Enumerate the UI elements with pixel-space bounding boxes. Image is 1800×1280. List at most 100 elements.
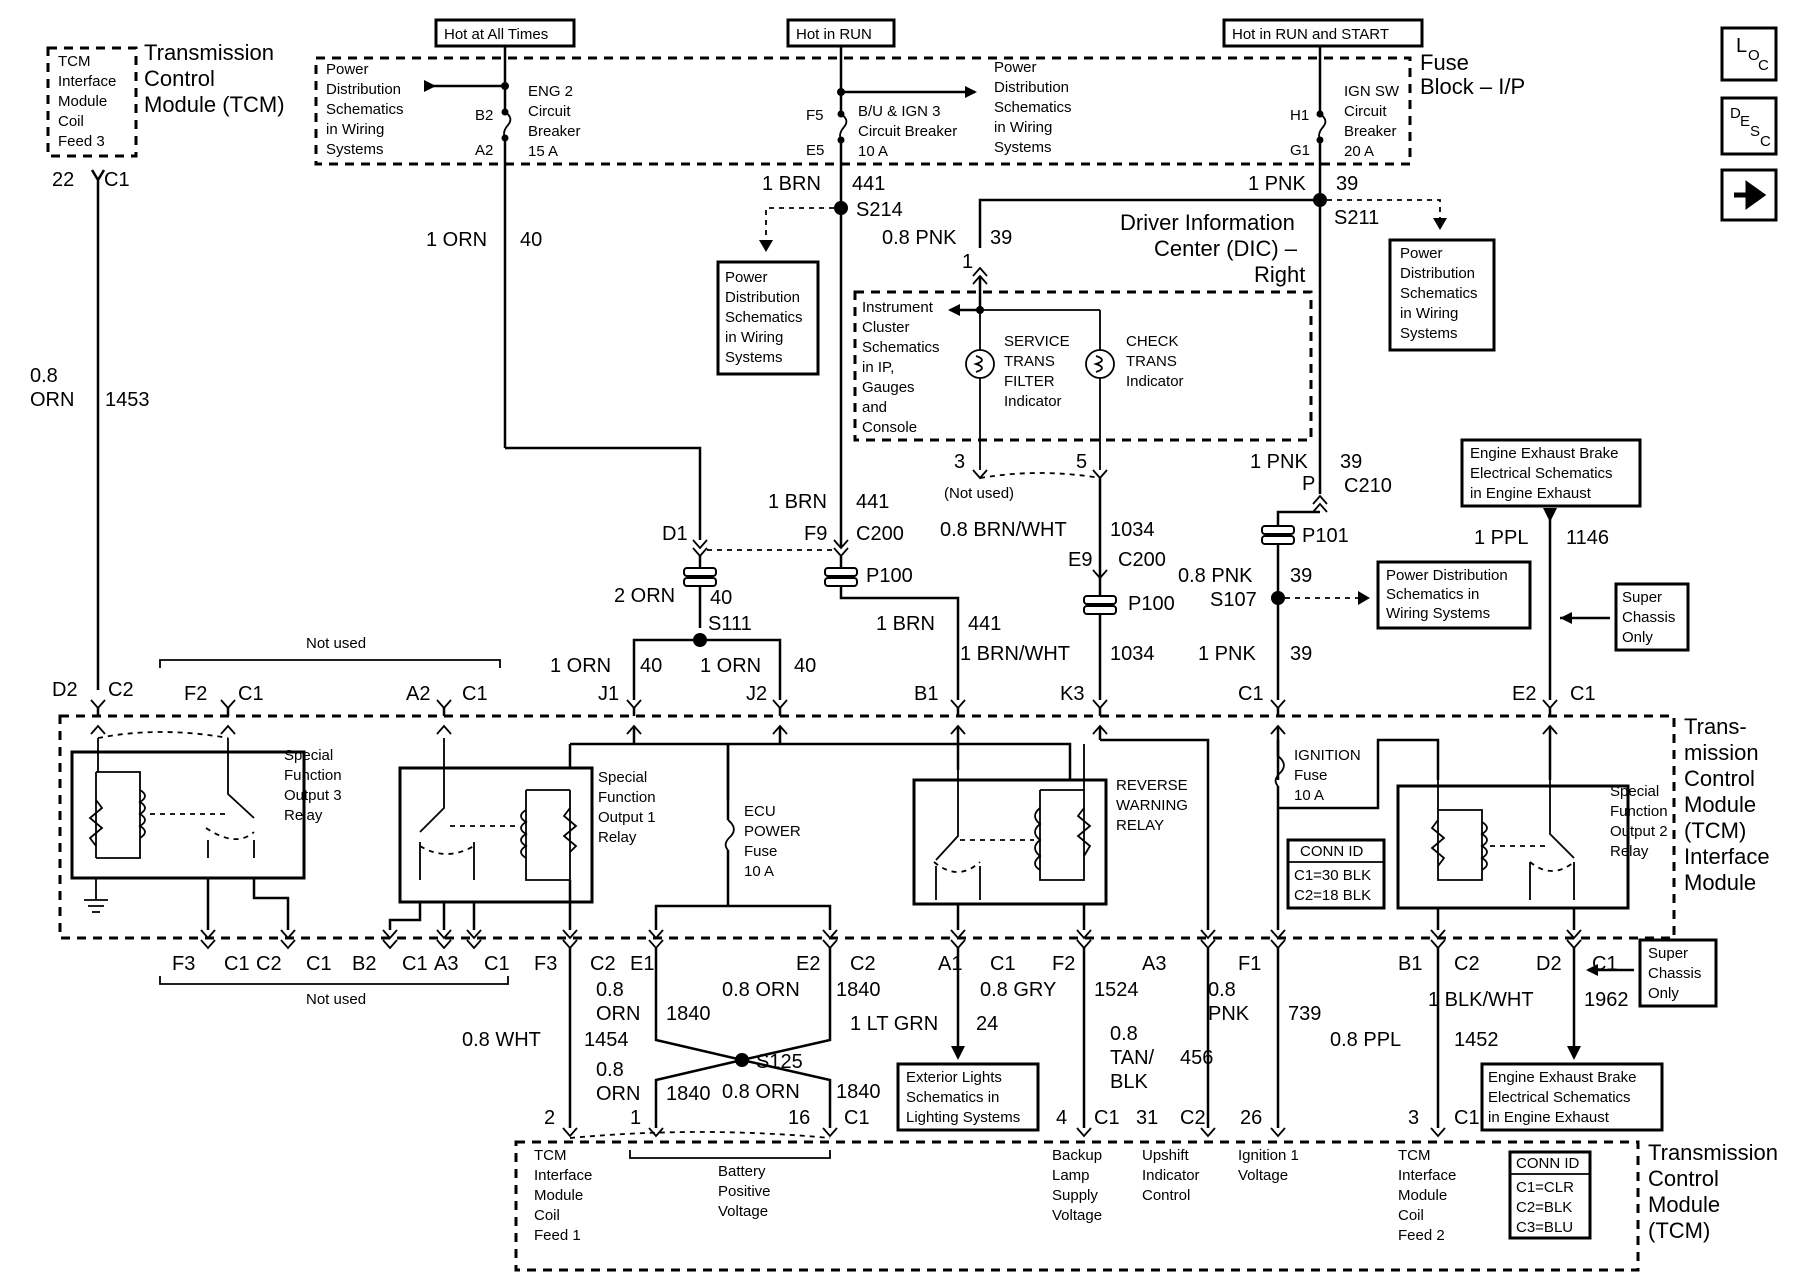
svg-text:Control: Control [1648, 1166, 1719, 1191]
svg-text:Systems: Systems [725, 349, 783, 366]
svg-text:B/U & IGN 3: B/U & IGN 3 [858, 103, 941, 120]
svg-text:Exterior Lights: Exterior Lights [906, 1069, 1002, 1086]
hot-in-run-start-label: Hot in RUN and START [1222, 18, 1424, 48]
sfo2-relay [1396, 780, 1630, 910]
svg-text:ENG 2: ENG 2 [528, 83, 573, 100]
svg-text:Feed 1: Feed 1 [534, 1227, 581, 1244]
svg-text:Distribution: Distribution [994, 79, 1069, 96]
upshift-label: Upshift Indicator Control [1142, 1147, 1200, 1204]
svg-text:Right: Right [1254, 262, 1305, 287]
svg-text:Relay: Relay [284, 807, 323, 824]
wire-label-pnk739-color: PNK [1208, 1003, 1250, 1025]
svg-text:Coil: Coil [1398, 1207, 1424, 1224]
svg-text:Driver Information: Driver Information [1120, 210, 1295, 235]
description-button[interactable]: D E S C [1720, 96, 1778, 156]
conn-e9: E9 [1068, 549, 1092, 571]
svg-text:A2: A2 [406, 683, 430, 705]
svg-text:in Wiring: in Wiring [994, 119, 1052, 136]
svg-text:IGN SW: IGN SW [1344, 83, 1400, 100]
wire-label-orn1840c-size: 0.8 [596, 1059, 624, 1081]
svg-text:1: 1 [630, 1107, 641, 1129]
svg-text:Coil: Coil [534, 1207, 560, 1224]
svg-text:Schematics: Schematics [725, 309, 803, 326]
svg-text:10 A: 10 A [858, 143, 888, 160]
svg-text:A3: A3 [434, 953, 458, 975]
svg-text:Hot at All Times: Hot at All Times [444, 26, 548, 43]
ic-schematics-ref: Instrument Cluster Schematics in IP, Gau… [862, 299, 940, 436]
tcm-bottom-pins: 2 1 16 C1 4 C1 31 C2 26 3 C1 [544, 1107, 1480, 1129]
svg-text:Output 1: Output 1 [598, 809, 656, 826]
coil-feed1-label: TCM Interface Module Coil Feed 1 [534, 1147, 592, 1244]
svg-text:Module: Module [1648, 1192, 1720, 1217]
svg-text:Output 2: Output 2 [1610, 823, 1668, 840]
backup-lamp-label: Backup Lamp Supply Voltage [1052, 1147, 1102, 1224]
svg-text:Electrical Schematics: Electrical Schematics [1488, 1089, 1631, 1106]
svg-text:ECU: ECU [744, 803, 776, 820]
svg-text:B2: B2 [352, 953, 376, 975]
tcm-interface-module-title: Trans- mission Control Module (TCM) Inte… [1684, 714, 1770, 895]
svg-text:Systems: Systems [994, 139, 1052, 156]
tcm-top-title: Transmission Control Module (TCM) [144, 40, 285, 117]
wire-label-orn1840d: 0.8 ORN [722, 1081, 800, 1103]
svg-text:C1: C1 [462, 683, 488, 705]
next-page-button[interactable] [1720, 168, 1778, 222]
svg-text:C2=18 BLK: C2=18 BLK [1294, 887, 1371, 904]
svg-text:Upshift: Upshift [1142, 1147, 1190, 1164]
svg-text:Circuit: Circuit [1344, 103, 1387, 120]
wire-label-1840b: 1840 [836, 979, 881, 1001]
wire-label-441-c200: 441 [856, 491, 889, 513]
svg-text:B1: B1 [914, 683, 938, 705]
tcm-bottom-title: Transmission Control Module (TCM) [1648, 1140, 1778, 1243]
svg-text:D2: D2 [52, 679, 78, 701]
svg-text:Block – I/P: Block – I/P [1420, 74, 1525, 99]
svg-text:Schematics in: Schematics in [906, 1089, 999, 1106]
svg-text:C1=CLR: C1=CLR [1516, 1179, 1574, 1196]
svg-text:C2: C2 [1454, 953, 1480, 975]
pin-a2: A2 [475, 142, 493, 159]
wire-label-40-s111: 40 [710, 587, 732, 609]
svg-text:Feed 3: Feed 3 [58, 133, 105, 150]
wire-label-gry: 0.8 GRY [980, 979, 1056, 1001]
conn-d1: D1 [662, 523, 688, 545]
svg-text:in Wiring: in Wiring [1400, 305, 1458, 322]
desc-d: D [1730, 105, 1741, 122]
wire-label-1840d: 1840 [836, 1081, 881, 1103]
svg-text:C1: C1 [402, 953, 428, 975]
svg-text:mission: mission [1684, 740, 1759, 765]
svg-text:in Wiring: in Wiring [725, 329, 783, 346]
svg-text:C2: C2 [1180, 1107, 1206, 1129]
svg-text:Wiring Systems: Wiring Systems [1386, 605, 1490, 622]
svg-text:CHECK: CHECK [1126, 333, 1179, 350]
sfo1-label: Special Function Output 1 Relay [598, 769, 656, 846]
location-button[interactable]: L O C [1720, 26, 1778, 82]
super-chassis-bottom: Super Chassis Only [1638, 938, 1718, 1008]
wire-label-orn40-size: 1 ORN [426, 229, 487, 251]
svg-text:Indicator: Indicator [1004, 393, 1062, 410]
svg-text:F2: F2 [184, 683, 207, 705]
svg-text:C3=BLU: C3=BLU [1516, 1219, 1573, 1236]
hot-at-all-times-label: Hot at All Times [434, 18, 576, 48]
svg-text:Super: Super [1622, 589, 1662, 606]
svg-text:Voltage: Voltage [1238, 1167, 1288, 1184]
reverse-warning-label: REVERSE WARNING RELAY [1116, 777, 1188, 834]
svg-text:C1: C1 [1238, 683, 1264, 705]
svg-text:Battery: Battery [718, 1163, 766, 1180]
wire-label-39-top: 39 [1336, 173, 1358, 195]
svg-text:C1: C1 [484, 953, 510, 975]
not-used-small: (Not used) [944, 485, 1014, 502]
wire-label-1962: 1962 [1584, 989, 1629, 1011]
wire-label-1146: 1146 [1566, 527, 1609, 549]
svg-text:in Engine Exhaust: in Engine Exhaust [1488, 1109, 1610, 1126]
tcm-pin-22: 22 [52, 169, 74, 191]
conn-id-module: CONN ID C1=30 BLK C2=18 BLK [1286, 838, 1386, 910]
svg-text:C1: C1 [990, 953, 1016, 975]
sfo1-relay [398, 738, 594, 904]
ignsw-breaker-label: IGN SW Circuit Breaker 20 A [1344, 83, 1400, 160]
svg-text:TRANS: TRANS [1004, 353, 1055, 370]
pd-box-s107: Power Distribution Schematics in Wiring … [1376, 560, 1532, 630]
svg-text:Power: Power [1400, 245, 1443, 262]
svg-text:E2: E2 [1512, 683, 1536, 705]
svg-text:in Wiring: in Wiring [326, 121, 384, 138]
svg-text:in Engine Exhaust: in Engine Exhaust [1470, 485, 1592, 502]
conn-p100: P100 [866, 565, 913, 587]
